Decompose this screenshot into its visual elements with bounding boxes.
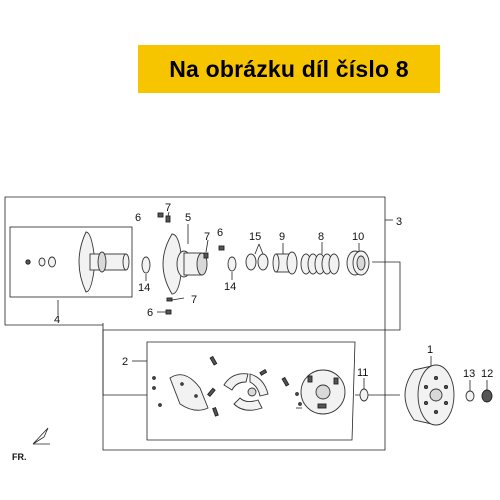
leader-15b <box>258 243 264 255</box>
leader-7c <box>205 239 209 253</box>
callout-12: 12 <box>481 368 493 380</box>
callout-3: 3 <box>396 216 402 228</box>
callout-7-right: 7 <box>204 231 210 243</box>
callout-13: 13 <box>463 368 475 380</box>
assembly-outline <box>4 196 386 451</box>
clutch-shoes-part <box>223 373 269 411</box>
callout-14-right: 14 <box>224 281 236 293</box>
seal-set-part-8 <box>300 253 340 275</box>
leader-15a <box>254 243 260 255</box>
movable-face-part <box>162 233 208 295</box>
group-box-4 <box>9 226 133 298</box>
washer-part-13 <box>465 390 475 402</box>
callout-6-top: 6 <box>135 212 141 224</box>
springs-part <box>207 355 290 417</box>
banner-text: Na obrázku díl číslo 8 <box>169 55 409 82</box>
ring-part-14b <box>227 256 237 272</box>
direction-label: FR. <box>12 452 27 462</box>
callout-6-right: 6 <box>217 227 223 239</box>
clutch-drum-part-1 <box>404 364 455 426</box>
connector-line <box>102 261 401 396</box>
oring-part-15a <box>245 253 257 271</box>
leader-7b <box>171 297 185 301</box>
pin-part-6b <box>165 309 172 315</box>
group-box-2 <box>146 341 356 441</box>
callout-1: 1 <box>427 344 433 356</box>
callout-15: 15 <box>249 231 261 243</box>
callout-6-bottom: 6 <box>147 307 153 319</box>
pin-part-7b <box>166 297 173 302</box>
leader-7a <box>167 211 170 217</box>
rivet-dot <box>152 376 156 380</box>
clutch-carrier-part <box>295 369 346 415</box>
ring-part-14a <box>141 256 151 274</box>
oring-part-15b <box>257 253 269 271</box>
callout-10: 10 <box>352 231 364 243</box>
clutch-plate-part <box>169 374 209 411</box>
pin-part-7c <box>203 252 209 259</box>
pin-part-6c <box>218 245 225 251</box>
callout-7-bottom: 7 <box>191 294 197 306</box>
rivet-dot <box>158 403 162 407</box>
nut-part-11 <box>359 388 369 402</box>
callout-4: 4 <box>54 314 60 326</box>
pin-part-7a <box>165 215 171 223</box>
callout-14-left: 14 <box>138 282 150 294</box>
callout-5: 5 <box>185 212 191 224</box>
callout-9: 9 <box>279 231 285 243</box>
fixed-pulley-part <box>25 231 130 293</box>
callout-7-top: 7 <box>165 202 171 214</box>
collar-part-9 <box>272 251 298 275</box>
info-banner: Na obrázku díl číslo 8 <box>138 45 440 93</box>
bearing-part-10 <box>346 250 370 276</box>
callout-8: 8 <box>318 231 324 243</box>
nut-part-12 <box>481 389 493 403</box>
callout-2: 2 <box>122 356 128 368</box>
callout-11: 11 <box>357 367 368 379</box>
pin-part-6a <box>157 212 164 218</box>
rivet-dot <box>152 386 156 390</box>
direction-arrow-icon <box>32 427 49 445</box>
